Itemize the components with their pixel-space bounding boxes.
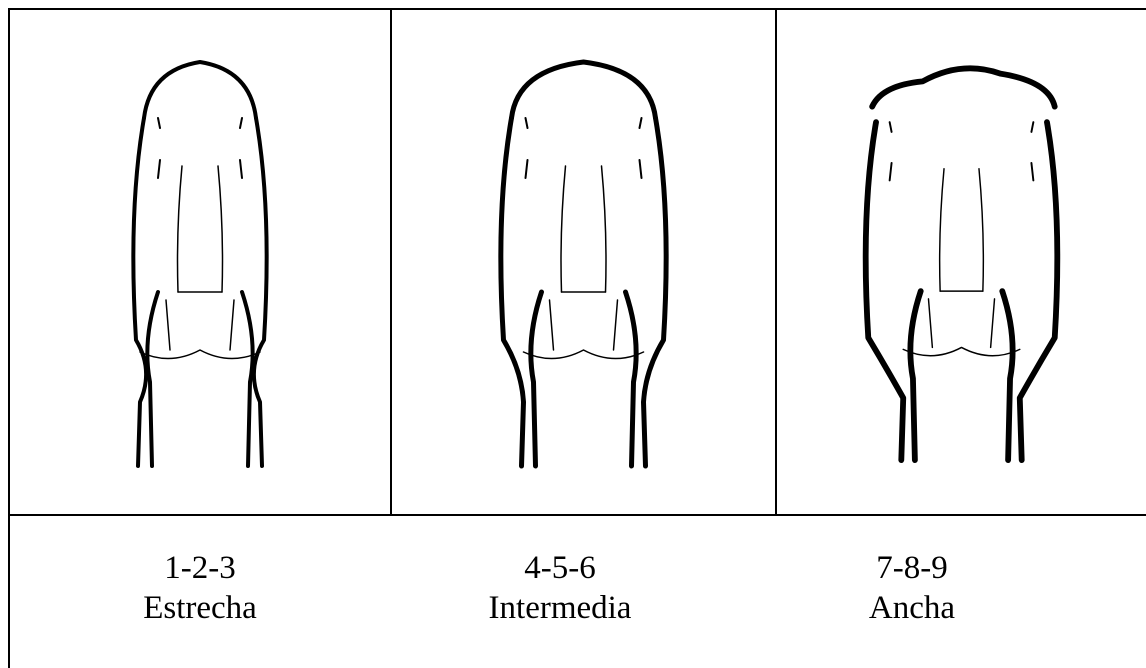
width-label-wide: Ancha (792, 588, 1032, 628)
right-leg-outline (644, 118, 667, 466)
row-divider (8, 514, 1146, 516)
right-inner-leg (1002, 291, 1012, 460)
cow-rear-view-intermediate (392, 10, 775, 514)
tail-outline (561, 166, 606, 292)
width-label-intermediate: Intermedia (440, 588, 680, 628)
right-leg-outline (1020, 122, 1058, 460)
score-range-narrow: 1-2-3 (80, 548, 320, 588)
caption-narrow: 1-2-3 Estrecha (80, 548, 320, 628)
hook-marks (526, 118, 642, 178)
cow-rear-view-narrow (10, 10, 390, 514)
right-leg-outline (254, 118, 267, 466)
right-inner-leg (242, 292, 253, 466)
caption-intermediate: 4-5-6 Intermedia (440, 548, 680, 628)
body-top-outline (144, 62, 256, 118)
score-range-wide: 7-8-9 (792, 548, 1032, 588)
width-label-narrow: Estrecha (80, 588, 320, 628)
body-top-outline (512, 62, 656, 118)
left-inner-leg (147, 292, 158, 466)
tail-outline (178, 166, 223, 292)
left-leg-outline (501, 118, 524, 466)
caption-wide: 7-8-9 Ancha (792, 548, 1032, 628)
udder-outline (903, 299, 1020, 356)
left-inner-leg (531, 292, 542, 466)
udder-outline (140, 300, 260, 359)
cow-rear-view-wide (777, 10, 1146, 514)
body-top-outline (872, 68, 1055, 106)
hook-marks (890, 122, 1034, 180)
left-inner-leg (910, 291, 920, 460)
right-inner-leg (626, 292, 637, 466)
tail-outline (940, 169, 984, 291)
udder-outline (524, 300, 644, 359)
left-leg-outline (133, 118, 146, 466)
left-leg-outline (866, 122, 904, 460)
hook-marks (158, 118, 242, 178)
score-range-intermediate: 4-5-6 (440, 548, 680, 588)
